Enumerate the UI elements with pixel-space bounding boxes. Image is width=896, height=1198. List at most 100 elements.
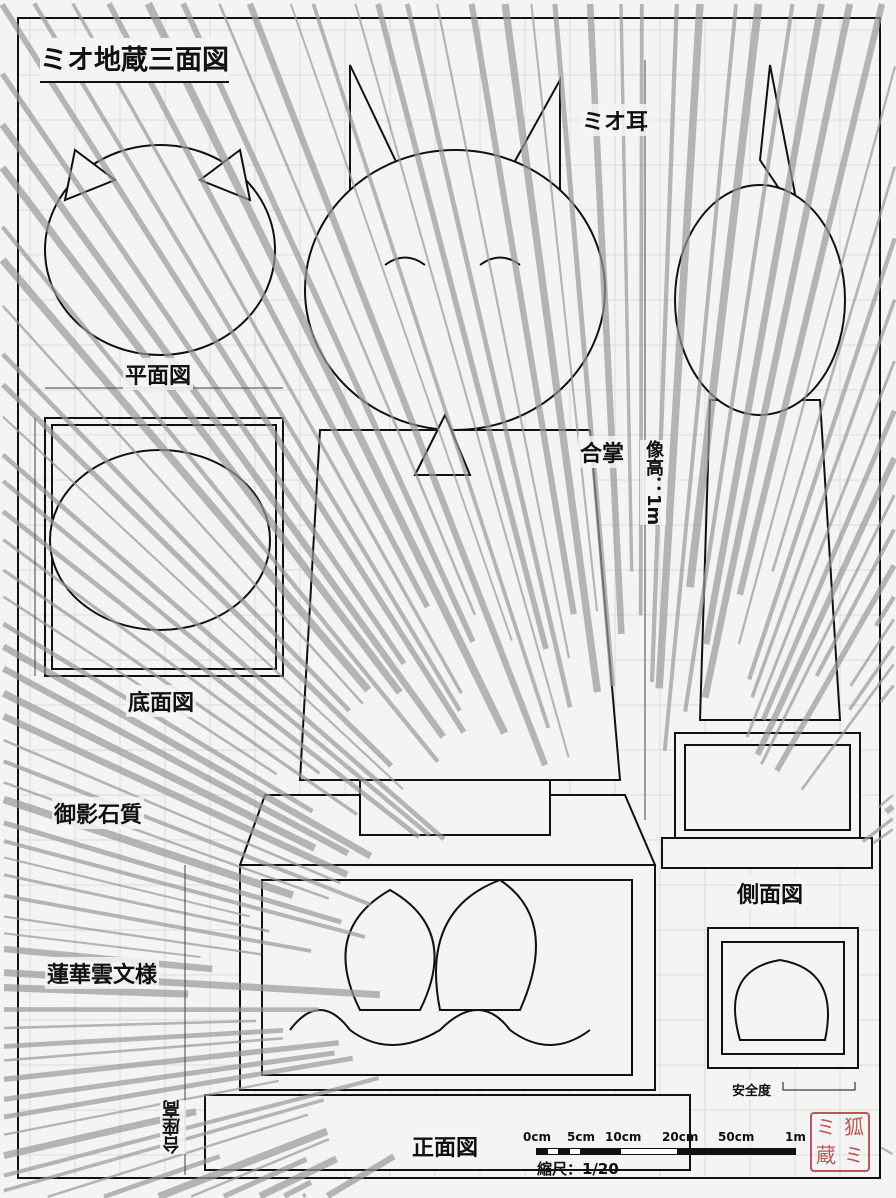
speed-line [649,3,679,683]
speed-line [874,595,896,628]
scale-tick-4: 50cm [718,1130,755,1144]
speed-line [47,1113,309,1198]
speed-line [180,2,476,643]
scale-bar [536,1148,796,1155]
speed-line [283,1179,313,1198]
speed-line [760,409,896,721]
frame [17,17,881,1179]
speed-line [877,794,894,809]
speed-line [3,1079,280,1136]
speed-line [1,453,446,841]
label-side-view: 側面図 [735,877,806,909]
speed-line [144,1,509,735]
speed-line [3,984,189,998]
speed-line [1,304,364,705]
speed-line [222,1156,308,1198]
speed-line [375,3,549,650]
speed-line [3,893,312,953]
speed-line [655,3,704,689]
speed-line [354,3,570,758]
speed-line [2,759,372,907]
speed-line [0,2,467,734]
speed-line [3,1055,354,1120]
speed-line [468,3,577,615]
speed-line [311,3,551,729]
label-bottom-view: 底面図 [126,685,197,717]
speed-line [2,415,404,791]
speed-line [1,665,350,857]
speed-line [2,795,295,899]
speed-line [745,360,896,738]
speed-line [800,663,895,791]
speed-line [0,225,440,763]
speed-line [662,3,738,751]
speed-line [701,3,854,699]
speed-line [879,684,895,703]
speed-line [774,564,896,772]
speed-line [884,804,895,815]
speed-line [258,1155,339,1198]
label-palms: 合掌 [578,436,627,468]
speed-line [880,1146,894,1156]
seal-stamp: ミ 狐 蔵 ミ [810,1112,870,1172]
speed-line [0,165,403,695]
base-view-drawing [707,927,859,1091]
speed-line [1,479,432,838]
speed-line [1,382,394,768]
speed-line [106,2,430,609]
speed-line [814,528,896,677]
speed-line [2,538,321,775]
speed-line [218,3,477,616]
scale-tick-0: 0cm [523,1130,551,1144]
speed-line [325,1153,396,1198]
speed-line [3,1028,284,1049]
page-title: ミオ地蔵三面図 [40,38,229,83]
speed-line [1,643,373,860]
speed-line [501,3,602,693]
speed-line [702,3,825,645]
speed-line [747,237,896,681]
seal-char: ミ [816,1115,836,1139]
scale-tick-2: 10cm [605,1130,642,1144]
speed-line [2,713,349,878]
label-front-view: 正面図 [410,1130,481,1162]
speed-line [3,873,270,933]
speed-line [404,3,573,708]
speed-line [3,820,343,925]
speed-line [1,352,351,713]
seal-char: ミ [844,1143,864,1167]
speed-line [685,3,763,588]
speed-line [3,1076,380,1178]
label-top-view: 平面図 [123,358,194,390]
speed-line [1,509,421,839]
speed-line [552,3,616,687]
speed-line [619,3,634,572]
speed-line [760,494,896,765]
speed-line [2,621,314,814]
speed-line [0,72,407,666]
speed-line [530,3,599,612]
speed-line [3,856,250,918]
scale-tick-3: 20cm [662,1130,699,1144]
speed-line [3,1019,257,1030]
scale-tick-5: 1m [785,1130,806,1144]
speed-line [872,828,894,845]
scale-ratio: 縮尺：1/20 [537,1160,619,1178]
speed-line [0,122,446,739]
speed-line [737,66,896,645]
speed-line [1,690,317,852]
speed-line [157,1127,329,1198]
seal-char: 蔵 [816,1143,836,1167]
speed-line [754,456,896,757]
speed-line [246,2,549,767]
speed-line [3,1050,335,1102]
speed-line [71,2,463,694]
speed-line [3,1037,284,1062]
speed-line [3,915,262,956]
speed-line [3,932,201,959]
speed-line [302,1192,307,1198]
scale-tick-1: 5cm [567,1130,595,1144]
speed-line [848,645,896,711]
speed-line [190,1138,330,1198]
